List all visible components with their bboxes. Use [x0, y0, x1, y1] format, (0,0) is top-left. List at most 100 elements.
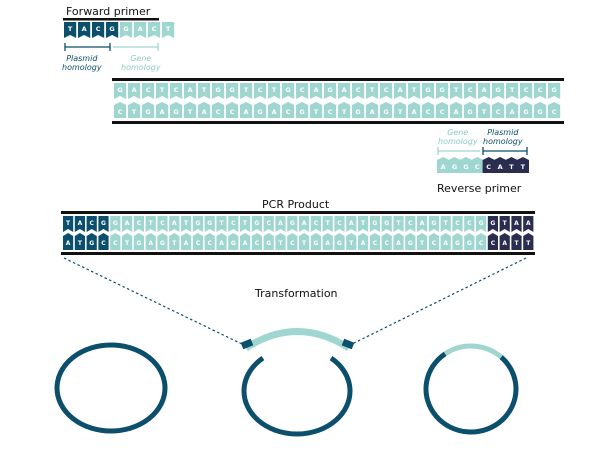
base-tile	[183, 83, 197, 99]
base-tile	[436, 102, 449, 118]
base-letter: T	[278, 240, 283, 247]
base-letter: A	[325, 240, 330, 247]
base-tile	[417, 233, 428, 250]
base-tile	[476, 216, 487, 232]
base-letter: T	[149, 220, 154, 227]
base-tile	[464, 102, 477, 118]
base-letter: G	[113, 220, 118, 227]
base-tile	[157, 233, 168, 250]
base-letter: A	[278, 220, 283, 227]
base-tile	[169, 233, 180, 250]
insert-homology-end-right	[341, 338, 355, 350]
base-letter: G	[452, 163, 457, 171]
base-letter: C	[230, 108, 235, 116]
base-tile	[169, 216, 180, 232]
base-tile	[436, 83, 449, 99]
base-tile	[106, 22, 119, 38]
base-letter: T	[510, 86, 515, 94]
base-letter: G	[463, 163, 468, 171]
base-letter: G	[173, 108, 178, 116]
base-letter: A	[148, 240, 153, 247]
base-tile	[334, 233, 345, 250]
base-tile	[296, 102, 309, 118]
base-letter: G	[467, 108, 472, 116]
base-letter: G	[109, 25, 114, 33]
base-letter: A	[454, 108, 459, 116]
base-tile	[452, 216, 463, 232]
base-letter: A	[172, 220, 177, 227]
base-tile	[352, 102, 365, 118]
base-tile	[122, 233, 133, 250]
base-letter: A	[82, 25, 87, 33]
base-tile	[251, 216, 262, 232]
base-tile	[422, 102, 435, 118]
base-tile	[133, 22, 147, 38]
base-letter: T	[370, 86, 375, 94]
base-letter: G	[425, 86, 430, 94]
base-tile	[516, 157, 529, 173]
base-letter: A	[184, 240, 189, 247]
base-letter: A	[138, 25, 143, 33]
base-tile	[133, 216, 144, 232]
base-letter: C	[524, 86, 529, 94]
base-tile	[338, 83, 351, 99]
base-tile	[452, 233, 463, 250]
base-tile	[358, 233, 369, 250]
base-tile	[239, 83, 253, 99]
base-letter: G	[101, 220, 106, 227]
base-tile	[393, 216, 404, 232]
base-letter: T	[219, 220, 224, 227]
base-tile	[310, 102, 323, 118]
base-tile	[161, 22, 175, 38]
base-tile	[519, 102, 533, 118]
base-letter: C	[146, 86, 151, 94]
base-tile	[145, 216, 156, 232]
base-letter: T	[132, 108, 137, 116]
base-letter: T	[482, 108, 487, 116]
base-tile	[181, 233, 192, 250]
base-tile	[192, 216, 203, 232]
base-tile	[216, 216, 227, 232]
plasmid-backbone	[241, 355, 353, 437]
base-letter: G	[431, 220, 436, 227]
base-letter: C	[300, 86, 305, 94]
base-tile	[334, 216, 345, 232]
base-tile	[225, 83, 239, 99]
base-letter: G	[495, 86, 500, 94]
base-tile	[505, 102, 519, 118]
base-tile	[128, 102, 141, 118]
base-tile	[511, 233, 522, 250]
base-tile	[523, 233, 534, 250]
base-tile	[268, 102, 281, 118]
base-letter: C	[432, 240, 437, 247]
base-tile	[440, 233, 451, 250]
base-tile	[366, 102, 379, 118]
base-tile	[448, 157, 461, 173]
base-letter: T	[521, 163, 526, 171]
base-tile	[212, 102, 225, 118]
text-line: homology	[483, 137, 523, 146]
base-letter: G	[337, 240, 342, 247]
base-tile	[263, 216, 274, 232]
base-tile	[464, 83, 477, 99]
base-letter: A	[160, 108, 165, 116]
base-tile	[494, 157, 507, 173]
base-tile	[534, 83, 547, 99]
base-letter: C	[96, 25, 101, 33]
plasmid-empty	[54, 342, 168, 434]
text-line: Plasmid	[66, 54, 98, 63]
base-letter: C	[373, 240, 378, 247]
base-tile	[74, 233, 85, 250]
base-letter: T	[349, 240, 354, 247]
base-letter: T	[244, 86, 249, 94]
base-letter: G	[145, 108, 150, 116]
gene-insert	[443, 343, 503, 359]
base-tile	[74, 216, 85, 232]
base-tile	[133, 233, 145, 250]
base-letter: A	[482, 86, 487, 94]
base-letter: T	[166, 25, 171, 33]
base-tile	[211, 83, 225, 99]
base-letter: G	[136, 240, 141, 247]
base-tile	[417, 216, 428, 232]
base-tile	[254, 102, 267, 118]
